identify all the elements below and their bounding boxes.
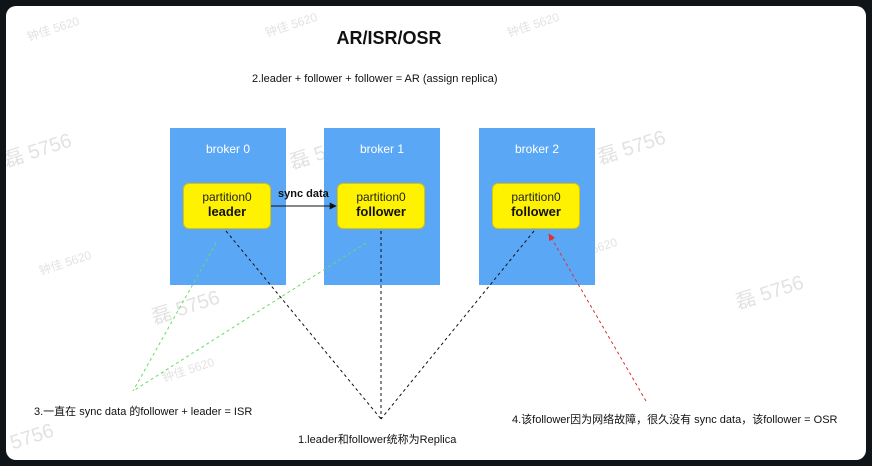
diagram-canvas: 钟佳 5620 钟佳 5620 钟佳 5620 磊 5756 磊 5756 磊 … (6, 6, 866, 460)
replica-lines (225, 230, 535, 420)
partition-follower: partition0 follower (492, 183, 580, 229)
partition-follower: partition0 follower (337, 183, 425, 229)
connector-lines (132, 202, 647, 420)
broker-0: broker 0 partition0 leader (170, 128, 286, 285)
note-isr: 3.一直在 sync data 的follower + leader = ISR (34, 406, 253, 418)
note-ar: 2.leader + follower + follower = AR (ass… (252, 73, 498, 85)
broker-2: broker 2 partition0 follower (479, 128, 595, 285)
isr-lines (132, 242, 367, 392)
partition-name: partition0 (202, 190, 252, 204)
osr-line (548, 233, 647, 402)
partition-role: follower (511, 204, 561, 219)
note-replica: 1.leader和follower统称为Replica (298, 434, 457, 446)
site-logo: @稀土掘金技术社区 (734, 439, 860, 455)
partition-role: leader (207, 204, 247, 219)
partition-name: partition0 (356, 190, 406, 204)
partition-name: partition0 (511, 190, 561, 204)
note-osr: 4.该follower因为网络故障，很久没有 sync data，该follow… (512, 414, 838, 426)
broker-label: broker 0 (205, 142, 251, 156)
broker-label: broker 2 (514, 142, 560, 156)
broker-1: broker 1 partition0 follower (324, 128, 440, 285)
partition-leader: partition0 leader (183, 183, 271, 229)
broker-label: broker 1 (359, 142, 405, 156)
partition-role: follower (356, 204, 406, 219)
diagram-title: AR/ISR/OSR (336, 28, 442, 48)
sync-data-label: sync data (278, 188, 329, 200)
